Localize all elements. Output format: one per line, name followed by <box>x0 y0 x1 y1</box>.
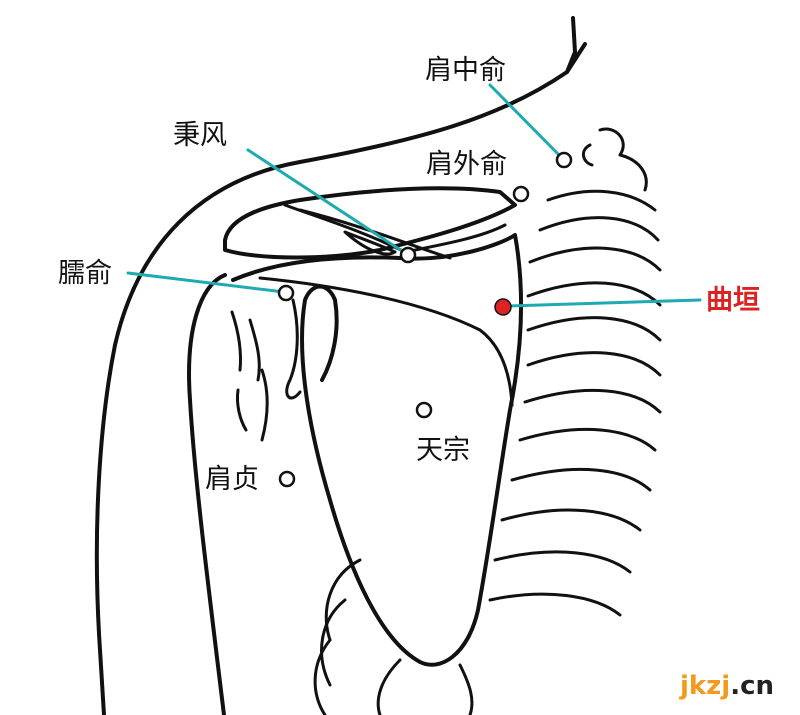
clavicle <box>223 186 517 260</box>
humerus-detail-2 <box>248 318 261 382</box>
leader-naoshu <box>126 271 286 294</box>
scapula-inner-rim <box>258 276 514 407</box>
humerus-detail-1 <box>230 310 242 372</box>
label-naoshu: 臑俞 <box>58 258 112 289</box>
acupoint-naoshu-marker <box>277 284 295 302</box>
watermark-main: jkzj <box>679 671 731 701</box>
label-tianzong: 天宗 <box>416 435 470 466</box>
acupoint-bingfeng-marker <box>399 246 417 264</box>
leader-quyuan <box>505 298 702 308</box>
spine-end <box>343 230 397 256</box>
label-quyuan: 曲垣 <box>706 285 760 316</box>
acupoint-jianzhen-marker <box>278 470 296 488</box>
shoulder-outline <box>94 70 569 715</box>
label-jianzhen: 肩贞 <box>205 464 259 495</box>
scapula-outline <box>231 233 524 667</box>
spine-vertebrae <box>598 127 648 192</box>
label-bingfeng: 秉风 <box>173 120 227 151</box>
ribs <box>313 189 662 715</box>
neck-outline <box>565 16 587 74</box>
spine-vertebrae-2 <box>582 143 594 167</box>
acupoint-tianzong-marker <box>415 401 433 419</box>
watermark-tld: .cn <box>730 671 774 701</box>
acupoint-jianwaishu-marker <box>512 185 530 203</box>
acupoint-jianzhongshu-marker <box>555 151 573 169</box>
label-jianzhongshu: 肩中俞 <box>425 55 506 86</box>
scapula-glenoid <box>285 298 302 400</box>
upper-arm-outline <box>187 273 227 715</box>
leader-jianzhongshu <box>488 83 564 160</box>
leader-bingfeng <box>246 148 407 255</box>
site-watermark: jkzj.cn <box>680 671 774 701</box>
humerus-detail-3 <box>260 368 269 442</box>
humerus-detail-4 <box>236 388 248 432</box>
scapula-spine <box>298 208 452 260</box>
acupoint-quyuan-marker <box>494 298 512 316</box>
label-jianwaishu: 肩外俞 <box>426 149 507 180</box>
